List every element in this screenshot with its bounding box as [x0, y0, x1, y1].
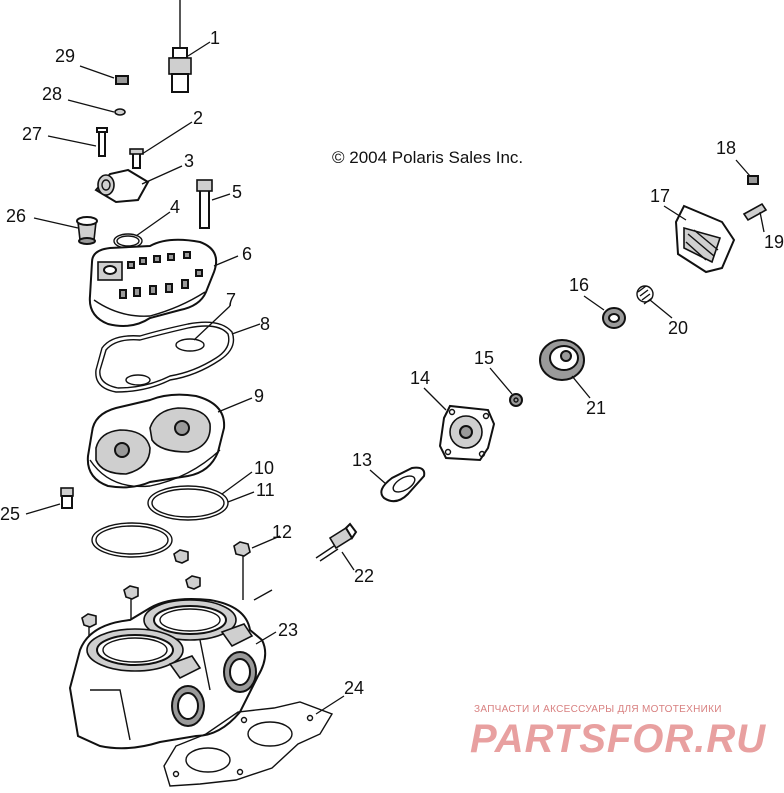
callout-27: 27	[22, 124, 42, 144]
callout-11: 11	[256, 480, 275, 500]
callout-5: 5	[232, 182, 242, 202]
o-ring-7	[125, 338, 205, 386]
base-gasket	[163, 701, 334, 787]
callout-13: 13	[352, 450, 372, 470]
gear-15	[509, 393, 523, 407]
callout-20: 20	[668, 318, 688, 338]
callout-12: 12	[272, 522, 292, 542]
screw-18	[747, 175, 759, 185]
callout-28: 28	[42, 84, 62, 104]
callout-25: 25	[0, 504, 20, 524]
callout-26: 26	[6, 206, 26, 226]
callout-14: 14	[410, 368, 430, 388]
callout-6: 6	[242, 244, 252, 264]
callout-23: 23	[278, 620, 298, 640]
bolt-29	[115, 75, 129, 85]
callout-10: 10	[254, 458, 274, 478]
fitting-25	[60, 487, 74, 509]
callout-17: 17	[650, 186, 670, 206]
screw-19	[742, 202, 768, 222]
head-cover	[88, 238, 218, 327]
callout-15: 15	[474, 348, 494, 368]
callout-4: 4	[170, 197, 180, 217]
cylinder-block	[68, 589, 273, 750]
callout-7: 7	[226, 290, 236, 310]
nut-12	[233, 541, 251, 600]
cylinder-nuts	[81, 549, 201, 650]
callout-18: 18	[716, 138, 736, 158]
callout-8: 8	[260, 314, 270, 334]
watermark-tagline: ЗАПЧАСТИ И АКСЕССУАРЫ ДЛЯ МОТОТЕХНИКИ	[474, 704, 722, 715]
bolt-2	[129, 148, 144, 169]
impeller-gear	[539, 339, 585, 381]
water-outlet-housing	[94, 168, 150, 204]
spark-plug	[168, 0, 192, 93]
stud-27	[96, 127, 108, 157]
washer-28	[114, 108, 126, 116]
callout-9: 9	[254, 386, 264, 406]
watermark-brand: PARTSFOR.RU	[470, 717, 766, 761]
head-gasket-10	[147, 485, 229, 521]
callout-21: 21	[586, 398, 606, 418]
bolt-5	[196, 179, 213, 229]
callouts: 1 29 28 27 2 3 5 4 26 6 7 8 9 10 11 25 1…	[0, 28, 784, 698]
cylinder-head	[86, 393, 226, 489]
spring-20	[636, 285, 654, 305]
callout-22: 22	[354, 566, 374, 586]
thermostat	[76, 216, 98, 245]
sensor-22	[315, 522, 358, 562]
callout-3: 3	[184, 151, 194, 171]
callout-16: 16	[569, 275, 589, 295]
copyright-notice: © 2004 Polaris Sales Inc.	[332, 148, 523, 167]
callout-24: 24	[344, 678, 364, 698]
seal-16	[602, 307, 626, 329]
callout-1: 1	[210, 28, 220, 48]
callout-29: 29	[55, 46, 75, 66]
leader-lines	[25, 41, 765, 715]
callout-19: 19	[764, 232, 784, 252]
head-gasket-11	[91, 522, 173, 558]
watermark: ЗАПЧАСТИ И АКСЕССУАРЫ ДЛЯ МОТОТЕХНИКИ PA…	[470, 704, 766, 761]
callout-2: 2	[193, 108, 203, 128]
pump-cover	[674, 204, 736, 274]
pump-gasket	[380, 466, 426, 503]
cover-gasket	[95, 321, 235, 393]
pump-housing	[438, 404, 496, 462]
